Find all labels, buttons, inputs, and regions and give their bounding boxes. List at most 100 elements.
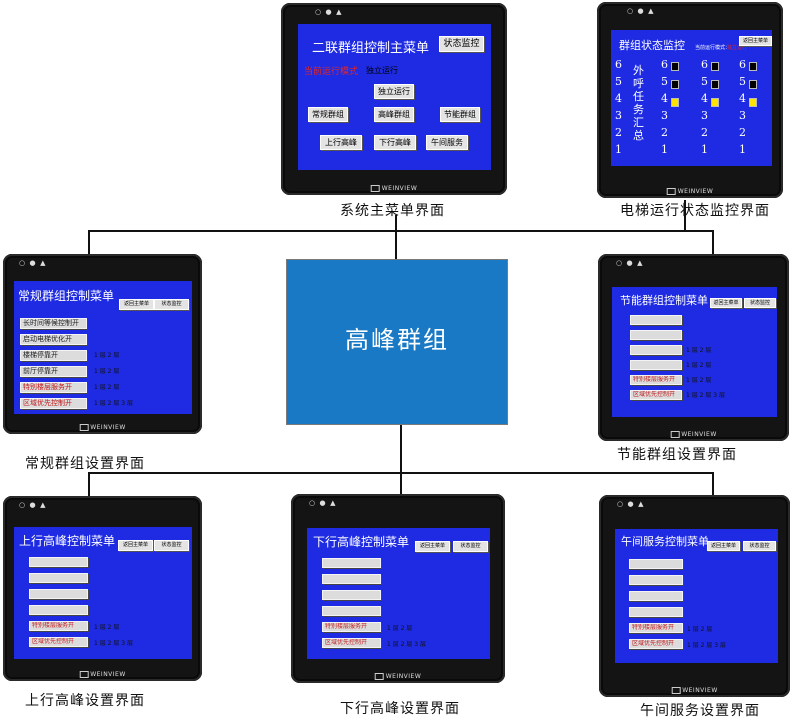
up-peak-device: ○ ● ▲ 上行高峰控制菜单 返回主菜单 状态监控 特别楼层服务开 区域优先控制… [3,496,202,681]
down-peak-button[interactable]: 下行高峰 [374,135,416,150]
wire-to-up [88,472,90,496]
up-bar[interactable]: 区域优先控制开 [29,637,88,647]
noon-service-button[interactable]: 午间服务 [426,135,468,150]
brand-logo: WEINVIEW [79,424,126,431]
noon-screen: 午间服务控制菜单 返回主菜单 状态监控 特别楼层服务开 区域优先控制开 1 层 … [615,529,778,663]
car-c-indicator [749,98,757,107]
caption-down-peak: 下行高峰设置界面 [340,701,460,717]
car-b-indicator [711,98,719,107]
energy-bar[interactable] [630,315,682,325]
energy-bar[interactable]: 区域优先控制开 [630,390,682,400]
up-status-button[interactable]: 状态监控 [154,540,189,551]
energy-back-button[interactable]: 返回主菜单 [710,298,742,308]
wire-to-regular [88,230,90,254]
regular-back-button[interactable]: 返回主菜单 [119,299,154,310]
noon-bar[interactable] [629,575,683,585]
energy-bar[interactable] [630,330,682,340]
down-bar[interactable]: 区域优先控制开 [322,638,381,648]
regular-status-button[interactable]: 状态监控 [154,299,189,310]
noon-device: ○ ● ▲ 午间服务控制菜单 返回主菜单 状态监控 特别楼层服务开 区域优先控制… [599,495,790,697]
energy-title: 节能群组控制菜单 [620,294,708,307]
car-c-indicator [749,62,757,71]
caption-monitor: 电梯运行状态监控界面 [620,203,770,219]
up-peak-title: 上行高峰控制菜单 [19,534,116,548]
wire-center-down [400,423,402,473]
energy-bar[interactable] [630,360,682,370]
down-bar[interactable] [322,558,381,568]
regular-title: 常规群组控制菜单 [18,289,115,303]
caption-regular: 常规群组设置界面 [25,456,145,472]
energy-bar[interactable] [630,345,682,355]
monitor-mode-value: 独立运行 [727,45,748,51]
noon-back-button[interactable]: 返回主菜单 [707,541,740,551]
noon-title: 午间服务控制菜单 [621,535,709,548]
down-peak-title: 下行高峰控制菜单 [313,535,410,549]
wire-to-noon [712,472,714,496]
brand-logo: WEINVIEW [666,188,714,195]
monitor-title: 群组状态监控 [619,39,685,52]
car-a-indicator [671,62,679,71]
regular-bar[interactable]: 特别楼层服务开 [20,382,87,393]
energy-option: 1 层 2 层 [686,347,712,354]
caption-noon: 午间服务设置界面 [640,703,760,719]
regular-bar[interactable]: 楼梯停靠开 [20,350,87,361]
noon-status-button[interactable]: 状态监控 [743,541,776,551]
main-menu-screen: 二联群组控制主菜单 状态监控 当前运行模式 独立运行 独立运行 常规群组 高峰群… [298,24,491,170]
regular-option: 1 层 2 层 [94,352,120,359]
down-status-button[interactable]: 状态监控 [453,541,488,552]
wire-main-to-center [395,215,397,260]
up-bar[interactable] [29,573,88,583]
brand-logo: WEINVIEW [370,185,418,192]
independent-button[interactable]: 独立运行 [374,84,414,99]
energy-status-button[interactable]: 状态监控 [744,298,776,308]
mode-label: 当前运行模式 [304,67,359,77]
noon-bar[interactable] [629,591,683,601]
down-bar[interactable]: 特别楼层服务开 [322,622,381,632]
up-bar[interactable] [29,589,88,599]
monitor-screen: 群组状态监控 当前运行模式： 独立运行 返回主菜单 6 5 4 3 2 1 外呼… [611,30,772,166]
car-a-indicator [671,80,679,89]
energy-group-button[interactable]: 节能群组 [440,107,480,122]
noon-bar[interactable] [629,559,683,569]
regular-bar[interactable]: 长时间等候控制开 [20,318,87,329]
up-bar[interactable] [29,605,88,615]
wire-monitor-link [684,200,686,230]
regular-device: ○ ● ▲ 常规群组控制菜单 返回主菜单 状态监控 长时间等候控制开 启动电梯优… [3,254,202,434]
noon-bar[interactable] [629,607,683,617]
monitor-back-button[interactable]: 返回主菜单 [739,36,772,46]
peak-group-box: 高峰群组 [286,259,508,425]
car-c-indicator [749,80,757,89]
brand-logo: WEINVIEW [374,673,422,680]
main-menu-title: 二联群组控制主菜单 [312,41,430,56]
up-bar[interactable] [29,557,88,567]
wire-top-horizontal [88,230,713,232]
down-bar[interactable] [322,574,381,584]
status-monitor-button[interactable]: 状态监控 [439,36,484,52]
regular-bar[interactable]: 前厅停靠开 [20,366,87,377]
regular-group-button[interactable]: 常规群组 [308,107,348,122]
up-peak-screen: 上行高峰控制菜单 返回主菜单 状态监控 特别楼层服务开 区域优先控制开 1 层 … [14,527,192,659]
down-bar[interactable] [322,590,381,600]
up-bar[interactable]: 特别楼层服务开 [29,621,88,631]
up-option: 1 层 2 层 [94,624,120,631]
up-back-button[interactable]: 返回主菜单 [118,540,153,551]
car-b-indicator [711,80,719,89]
noon-bar[interactable]: 特别楼层服务开 [629,623,683,633]
caption-energy: 节能群组设置界面 [617,447,737,463]
call-summary-label: 外呼任务汇总 [633,64,644,142]
down-back-button[interactable]: 返回主菜单 [415,541,450,552]
energy-screen: 节能群组控制菜单 返回主菜单 状态监控 特别楼层服务开 区域优先控制开 1 层 … [612,287,777,417]
regular-bar[interactable]: 区域优先控制开 [20,398,87,409]
regular-option: 1 层 2 层 3 层 [94,400,133,407]
energy-option: 1 层 2 层 3 层 [686,392,725,399]
car-a-indicator [671,98,679,107]
noon-bar[interactable]: 区域优先控制开 [629,639,683,649]
up-peak-button[interactable]: 上行高峰 [320,135,362,150]
main-menu-device: ○ ● ▲ 二联群组控制主菜单 状态监控 当前运行模式 独立运行 独立运行 常规… [281,3,507,195]
regular-bar[interactable]: 启动电梯优化开 [20,334,87,345]
noon-option: 1 层 2 层 3 层 [687,642,726,649]
energy-bar[interactable]: 特别楼层服务开 [630,375,682,385]
peak-group-button[interactable]: 高峰群组 [374,107,414,122]
mode-value: 独立运行 [366,66,398,75]
down-bar[interactable] [322,606,381,616]
